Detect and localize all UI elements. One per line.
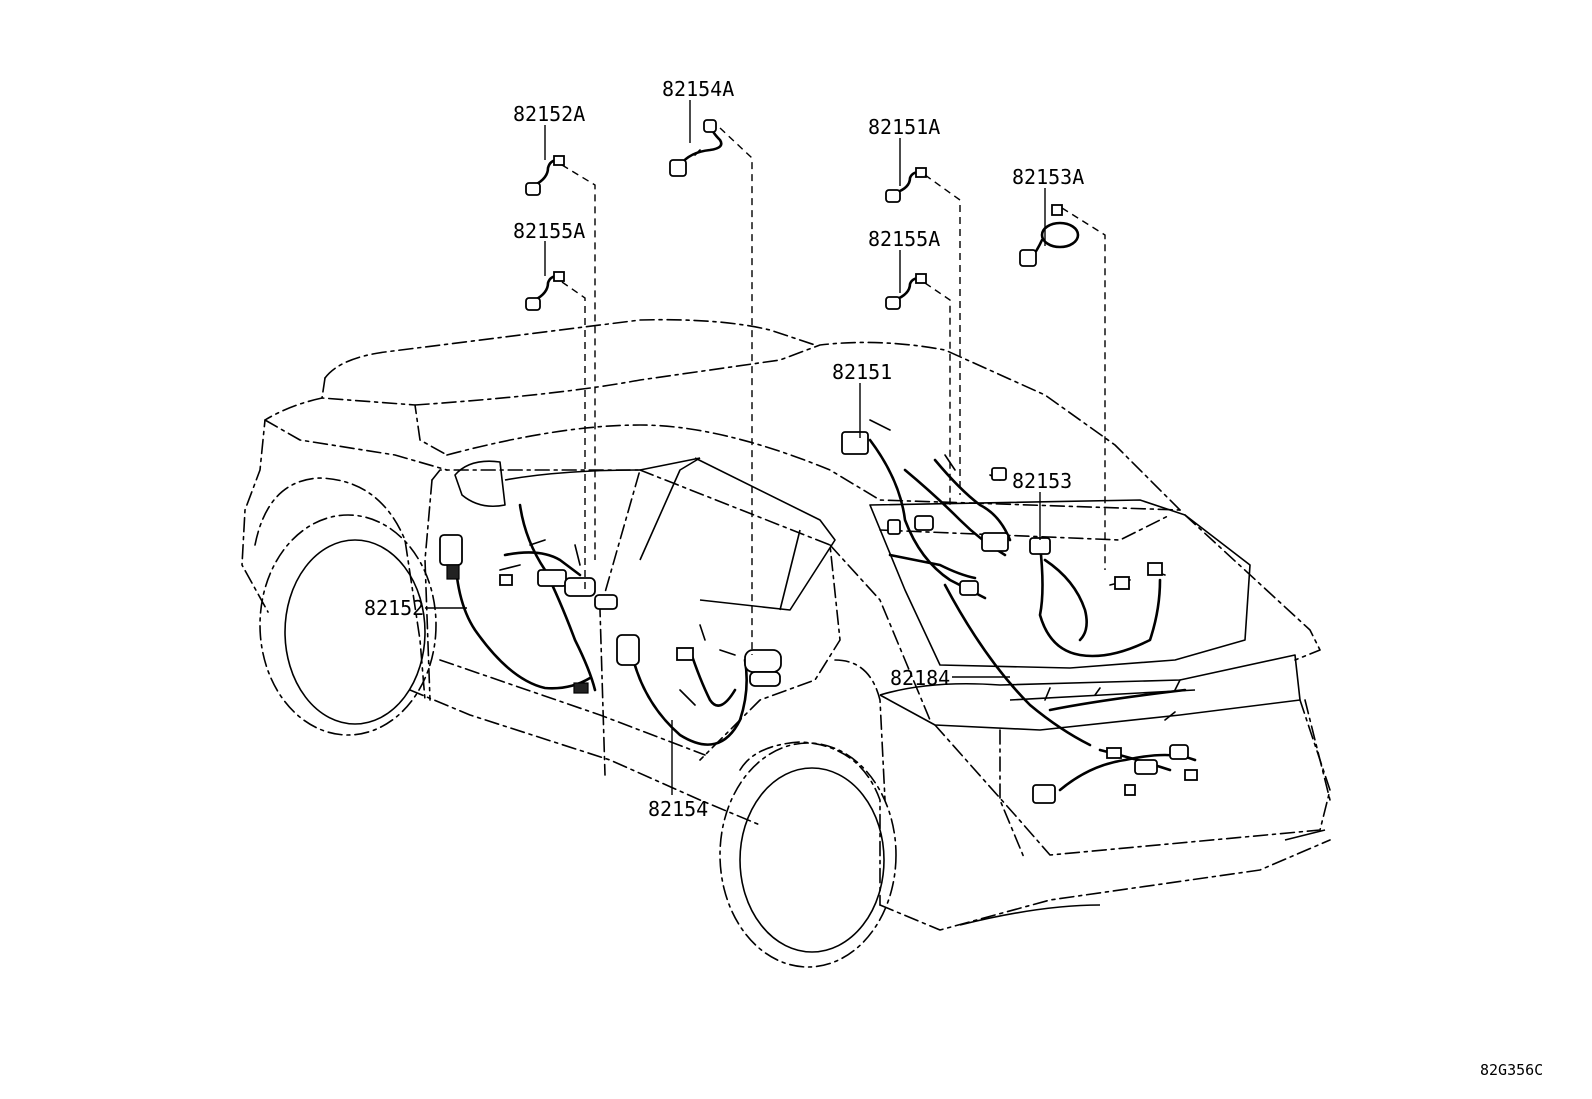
- assembly-guide-lines: [561, 127, 1106, 655]
- callout-82154A: 82154A: [662, 77, 734, 101]
- subharness-82155A-right: [885, 273, 927, 310]
- subharness-82155A-left: [525, 271, 565, 311]
- harness-82154: [616, 624, 782, 746]
- callout-82155A-right: 82155A: [868, 227, 940, 251]
- subharness-82154A: [669, 119, 723, 177]
- subharness-82151A: [885, 167, 927, 203]
- callout-82184: 82184: [890, 666, 950, 690]
- harness-82153: [1029, 537, 1166, 658]
- callout-82154: 82154: [648, 797, 708, 821]
- harness-82184: [943, 583, 1198, 804]
- callout-82151A: 82151A: [868, 115, 940, 139]
- callout-82152A: 82152A: [513, 102, 585, 126]
- callout-82153: 82153: [1012, 469, 1072, 493]
- subharness-82152A: [525, 155, 565, 196]
- callout-82151: 82151: [832, 360, 892, 384]
- callout-82153A: 82153A: [1012, 165, 1084, 189]
- subharness-82153A: [1019, 204, 1080, 267]
- callout-82152: 82152: [364, 596, 424, 620]
- callout-82155A-left: 82155A: [513, 219, 585, 243]
- harness-82152: [439, 503, 618, 694]
- callout-leaders: [425, 100, 1046, 795]
- vehicle-body-outline: [241, 318, 1331, 968]
- harness-82151: [841, 419, 1012, 600]
- drawing-code: 82G356C: [1480, 1061, 1543, 1079]
